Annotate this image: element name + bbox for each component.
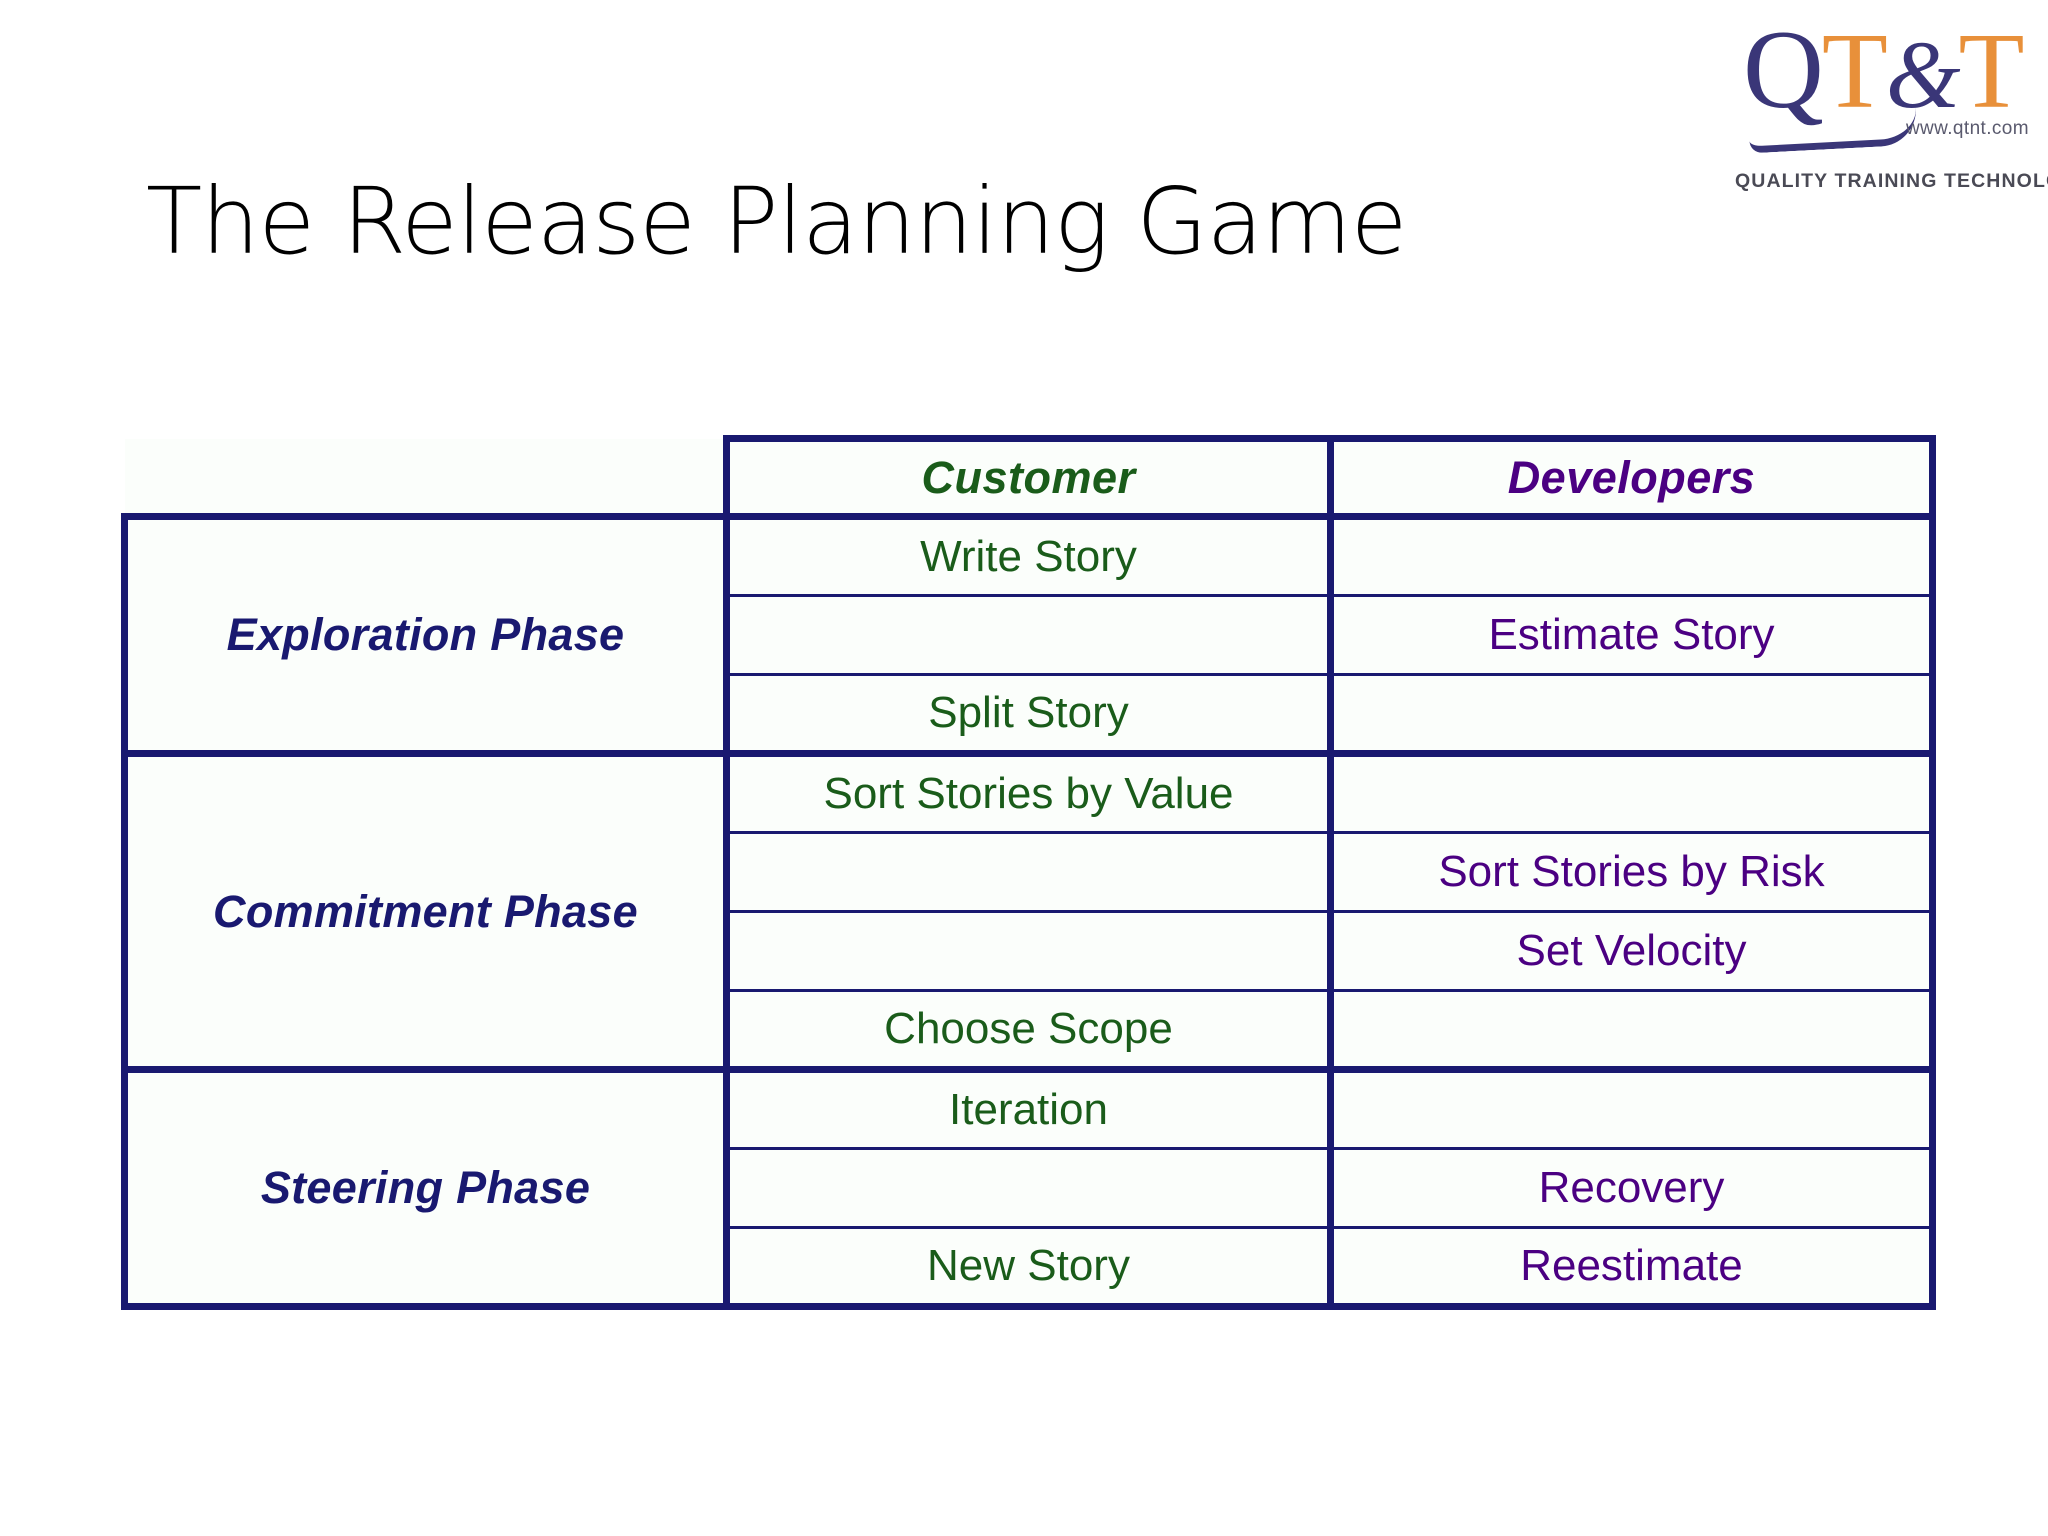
cell-customer bbox=[726, 595, 1334, 676]
cell-text-developers: Reestimate bbox=[1520, 1241, 1743, 1290]
logo-tagline: QUALITY TRAINING TECHNOLOGY bbox=[1735, 170, 2048, 192]
cell-developers: Reestimate bbox=[1330, 1227, 1936, 1310]
cell-customer bbox=[726, 1148, 1334, 1229]
cell-developers: Set Velocity bbox=[1330, 911, 1936, 992]
logo-letter-q: Q bbox=[1743, 8, 1824, 132]
cell-text-developers: Sort Stories by Risk bbox=[1438, 847, 1825, 896]
cell-text-developers: Recovery bbox=[1538, 1163, 1725, 1212]
table-row: Recovery bbox=[125, 1148, 1936, 1229]
header-label-customer: Customer bbox=[921, 451, 1136, 503]
qtnt-logo: QT&T www.qtnt.com QUALITY TRAINING TECHN… bbox=[1735, 14, 2048, 198]
phase-cell-commitment: Commitment Phase bbox=[121, 753, 730, 1073]
cell-developers bbox=[1330, 516, 1936, 597]
cell-text-customer: Split Story bbox=[928, 688, 1129, 737]
table-row: Sort Stories by Risk bbox=[125, 832, 1936, 913]
cell-text-customer: Iteration bbox=[949, 1085, 1108, 1134]
cell-developers bbox=[1330, 1069, 1936, 1150]
cell-text-customer: Choose Scope bbox=[884, 1004, 1173, 1053]
cell-customer: Choose Scope bbox=[726, 990, 1334, 1073]
page-title: The Release Planning Game bbox=[146, 168, 1407, 275]
cell-developers: Recovery bbox=[1330, 1148, 1936, 1229]
table-row: Steering Phase Iteration bbox=[121, 1069, 1936, 1310]
logo-wordmark: QT&T bbox=[1735, 14, 2035, 128]
logo-letter-t1: T bbox=[1821, 12, 1888, 131]
table-row: New Story Reestimate bbox=[125, 1227, 1936, 1310]
header-label-developers: Developers bbox=[1507, 451, 1756, 503]
phase-label-exploration: Exploration Phase bbox=[226, 609, 625, 660]
cell-customer: New Story bbox=[726, 1227, 1334, 1310]
header-cell-phase bbox=[124, 438, 727, 517]
cell-developers bbox=[1330, 990, 1936, 1073]
table-row: Exploration Phase Write Story bbox=[121, 513, 1936, 757]
cell-text-customer: New Story bbox=[927, 1241, 1130, 1290]
cell-developers bbox=[1330, 753, 1936, 834]
cell-developers: Sort Stories by Risk bbox=[1330, 832, 1936, 913]
logo-swoosh-decoration bbox=[1748, 107, 1918, 154]
cell-customer bbox=[726, 832, 1334, 913]
logo-ampersand: & bbox=[1885, 21, 1961, 128]
cell-text-developers: Set Velocity bbox=[1516, 926, 1747, 975]
logo-letter-t2: T bbox=[1958, 12, 2025, 131]
table-row: Estimate Story bbox=[125, 595, 1936, 676]
header-cell-customer: Customer bbox=[723, 435, 1334, 520]
phase-label-commitment: Commitment Phase bbox=[213, 885, 638, 937]
cell-text-customer: Write Story bbox=[920, 532, 1137, 581]
phase-cell-steering: Steering Phase bbox=[121, 1069, 730, 1310]
header-cell-developers: Developers bbox=[1330, 435, 1936, 520]
cell-customer: Sort Stories by Value bbox=[726, 753, 1334, 834]
release-planning-table: Customer Developers Exploration Phase Wr… bbox=[121, 435, 1936, 1310]
cell-developers bbox=[1330, 674, 1936, 757]
phase-cell-exploration: Exploration Phase bbox=[121, 513, 730, 757]
table-header-row: Customer Developers bbox=[124, 435, 1936, 520]
table-row: Split Story bbox=[125, 674, 1936, 757]
cell-text-customer: Sort Stories by Value bbox=[823, 769, 1234, 818]
phase-label-steering: Steering Phase bbox=[260, 1162, 591, 1213]
cell-customer: Split Story bbox=[726, 674, 1334, 757]
cell-customer bbox=[726, 911, 1334, 992]
table-row: Set Velocity bbox=[125, 911, 1936, 992]
table-row: Commitment Phase Sort Stories by Value bbox=[121, 753, 1936, 1073]
table-row: Choose Scope bbox=[125, 990, 1936, 1073]
cell-text-developers: Estimate Story bbox=[1488, 610, 1775, 659]
cell-customer: Write Story bbox=[726, 516, 1334, 597]
cell-developers: Estimate Story bbox=[1330, 595, 1936, 676]
logo-website-url: www.qtnt.com bbox=[1905, 118, 2029, 139]
cell-customer: Iteration bbox=[726, 1069, 1334, 1150]
